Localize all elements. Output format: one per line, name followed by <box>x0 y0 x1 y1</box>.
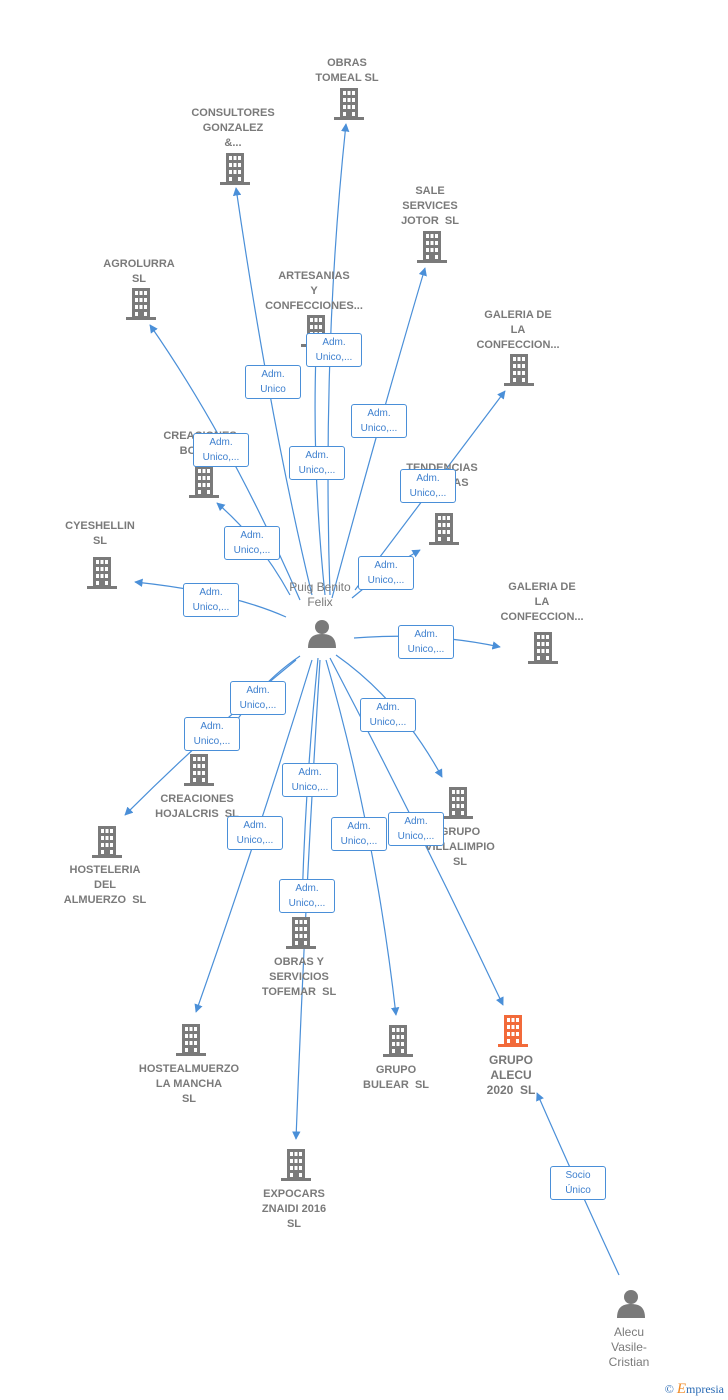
building-icon-creaciones-boto[interactable] <box>189 466 219 498</box>
node-label-expocars[interactable]: EXPOCARS ZNAIDI 2016 SL <box>261 1188 327 1230</box>
edge-label-grupo-bulear: Adm. Unico,... <box>331 817 387 851</box>
edge-label-hosteleria: Adm. Unico,... <box>184 717 240 751</box>
building-icon-obras-tofemar[interactable] <box>286 917 316 949</box>
brand-initial: E <box>676 1381 686 1397</box>
node-label-obras-tomeal[interactable]: OBRAS TOMEAL SL <box>315 57 379 84</box>
node-label-cyeshellin[interactable]: CYESHELLIN SL <box>65 520 135 547</box>
edge-label-grupo-alecu: Adm. Unico,... <box>388 812 444 846</box>
building-icon-sale-services[interactable] <box>417 231 447 263</box>
node-label-hosteleria[interactable]: HOSTELERIA DEL ALMUERZO SL <box>63 864 147 906</box>
node-label-agrolurra[interactable]: AGROLURRA SL <box>103 258 175 285</box>
building-icon-agrolurra[interactable] <box>126 288 156 320</box>
building-icon-tendencias[interactable] <box>429 513 459 545</box>
copyright-symbol: © <box>664 1382 674 1396</box>
building-icon-cyeshellin[interactable] <box>87 557 117 589</box>
node-label-puig[interactable]: Puig Benito Felix <box>289 580 351 609</box>
person-icon-puig[interactable] <box>308 620 336 648</box>
node-label-consultores[interactable]: CONSULTORES GONZALEZ &... <box>191 107 275 149</box>
edge-label-galeria-1: Adm. Unico,... <box>400 469 456 503</box>
building-icon-expocars[interactable] <box>281 1149 311 1181</box>
node-label-grupo-bulear[interactable]: GRUPO BULEAR SL <box>363 1064 429 1091</box>
node-label-galeria-2[interactable]: GALERIA DE LA CONFECCION... <box>500 581 584 623</box>
edge-label-sale-services: Adm. Unico,... <box>351 404 407 438</box>
edge-puig-to-consultores <box>232 187 313 596</box>
edge-label-obras-tofemar: Adm. Unico,... <box>282 763 338 797</box>
edge-label-consultores: Adm. Unico <box>245 365 301 399</box>
building-icon-grupo-villalimpio[interactable] <box>443 787 473 819</box>
person-icon-alecu[interactable] <box>617 1290 645 1318</box>
node-label-grupo-alecu[interactable]: GRUPO ALECU 2020 SL <box>486 1053 536 1097</box>
edge-label-grupo-alecu-socio: Socio Único <box>550 1166 606 1200</box>
building-icon-hostealmuerzo[interactable] <box>176 1024 206 1056</box>
edge-label-grupo-villalimpio: Adm. Unico,... <box>360 698 416 732</box>
edge-label-artesanias: Adm. Unico,... <box>289 446 345 480</box>
edge-label-hostealmuerzo: Adm. Unico,... <box>227 816 283 850</box>
building-icon-grupo-alecu[interactable] <box>498 1015 528 1047</box>
building-icon-grupo-bulear[interactable] <box>383 1025 413 1057</box>
building-icon-hosteleria[interactable] <box>92 826 122 858</box>
edge-label-obras-tomeal: Adm. Unico,... <box>306 333 362 367</box>
edge-label-creaciones-hojalcris: Adm. Unico,... <box>230 681 286 715</box>
footer-brand: © Empresia <box>665 1381 724 1398</box>
building-icon-obras-tomeal[interactable] <box>334 88 364 120</box>
building-icon-galeria-2[interactable] <box>528 632 558 664</box>
node-label-galeria-1[interactable]: GALERIA DE LA CONFECCION... <box>476 309 560 351</box>
node-label-sale-services[interactable]: SALE SERVICES JOTOR SL <box>401 185 459 227</box>
edge-label-galeria-2: Adm. Unico,... <box>398 625 454 659</box>
node-label-artesanias[interactable]: ARTESANIAS Y CONFECCIONES... <box>265 270 363 312</box>
building-icon-galeria-1[interactable] <box>504 354 534 386</box>
building-icon-consultores[interactable] <box>220 153 250 185</box>
node-label-obras-tofemar[interactable]: OBRAS Y SERVICIOS TOFEMAR SL <box>261 956 337 998</box>
edge-label-expocars: Adm. Unico,... <box>279 879 335 913</box>
edge-label-tendencias: Adm. Unico,... <box>358 556 414 590</box>
building-icon-creaciones-hojalcris[interactable] <box>184 754 214 786</box>
edge-label-creaciones-boto: Adm. Unico,... <box>224 526 280 560</box>
brand-name: mpresia <box>686 1382 724 1396</box>
edge-label-agrolurra: Adm. Unico,... <box>193 433 249 467</box>
node-label-hostealmuerzo[interactable]: HOSTEALMUERZO LA MANCHA SL <box>138 1063 240 1105</box>
node-label-alecu[interactable]: Alecu Vasile- Cristian <box>608 1325 650 1369</box>
edge-label-cyeshellin: Adm. Unico,... <box>183 583 239 617</box>
